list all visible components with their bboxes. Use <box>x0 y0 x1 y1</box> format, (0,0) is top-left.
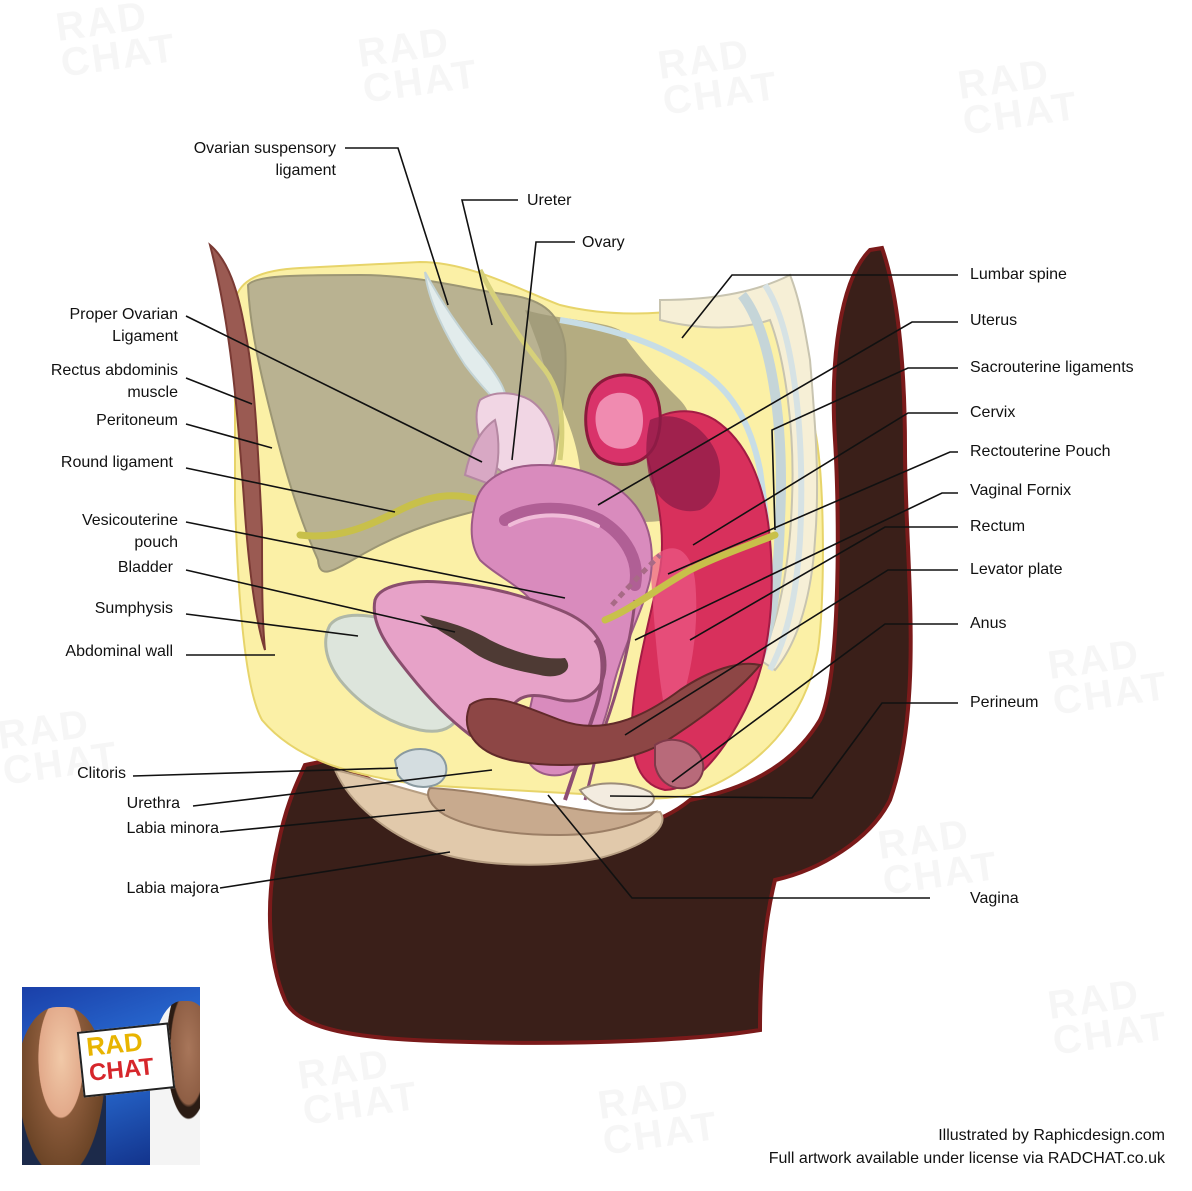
label-ovary: Ovary <box>582 234 625 251</box>
rad-chat-logo: RAD CHAT <box>76 1022 176 1098</box>
leader-rectouterine <box>667 451 958 575</box>
label-bladder: Bladder <box>117 559 173 576</box>
credit-license: Full artwork available under license via… <box>768 1150 1165 1167</box>
leader-vaginal-fornix <box>634 492 958 641</box>
labia-minora-shape <box>427 786 659 837</box>
leader-round-ligament <box>185 467 396 513</box>
leader-ureter <box>460 199 518 326</box>
leader-sumphysis <box>185 613 359 637</box>
label-round-ligament: Round ligament <box>60 454 173 471</box>
bladder-lumen <box>420 615 569 677</box>
label-proper-ovarian-ligament: Proper Ovarian Ligament <box>69 306 179 345</box>
leader-urethra <box>192 769 493 807</box>
label-cervix: Cervix <box>970 404 1016 421</box>
rad-chat-hosts-photo: RAD CHAT <box>22 987 200 1165</box>
leader-clitoris <box>132 767 399 777</box>
rectum-inner <box>650 548 697 730</box>
label-labia-minora: Labia minora <box>126 820 220 837</box>
leader-rectum <box>689 526 958 641</box>
leader-bladder <box>185 569 456 633</box>
label-ureter: Ureter <box>527 192 572 209</box>
leader-peritoneum <box>185 423 273 449</box>
label-sacrouterine-ligaments: Sacrouterine ligaments <box>970 359 1134 376</box>
round-ligament-tube <box>296 492 482 540</box>
label-anus: Anus <box>970 615 1007 632</box>
sacrouterine-ligament-tube <box>601 531 779 624</box>
leader-proper-ovarian <box>185 315 483 463</box>
rectouterine-dash <box>610 553 662 607</box>
credit-illustrator: Illustrated by Raphicdesign.com <box>938 1127 1165 1144</box>
colon-dark-fold <box>646 416 720 512</box>
levator-plate <box>465 662 762 766</box>
leader-vesicouterine <box>185 521 566 599</box>
leader-perineum <box>609 702 958 799</box>
label-sumphysis: Sumphysis <box>94 600 173 617</box>
leader-lines <box>132 147 958 899</box>
label-labia-majora: Labia majora <box>126 880 220 897</box>
leader-levator <box>624 569 958 736</box>
ureter-tube <box>477 268 565 461</box>
label-vagina: Vagina <box>970 890 1019 907</box>
label-urethra: Urethra <box>126 795 180 812</box>
label-rectus-abdominis-muscle: Rectus abdominis muscle <box>50 362 178 401</box>
leader-sacrouterine <box>771 367 958 531</box>
label-vaginal-fornix: Vaginal Fornix <box>970 482 1072 499</box>
uterine-cavity-highlight <box>508 513 600 528</box>
leader-labia-majora <box>219 851 451 889</box>
label-levator-plate: Levator plate <box>970 561 1063 578</box>
label-vesicouterine-pouch: Vesicouterine pouch <box>81 512 178 551</box>
label-rectum: Rectum <box>970 518 1026 535</box>
label-rectouterine-pouch: Rectouterine Pouch <box>970 443 1111 460</box>
leader-uterus <box>597 321 958 506</box>
label-uterus: Uterus <box>970 312 1018 329</box>
fallopian-fimbria <box>463 418 500 487</box>
label-ovarian-suspensory-ligament: Ovarian suspensory ligament <box>193 140 336 179</box>
label-perineum: Perineum <box>970 694 1039 711</box>
uterine-cavity <box>499 502 642 591</box>
label-peritoneum: Peritoneum <box>96 412 178 429</box>
anus-shape <box>654 738 705 790</box>
label-abdominal-wall: Abdominal wall <box>65 643 173 660</box>
lumbar-spine <box>659 273 819 672</box>
leader-ovary <box>511 241 575 461</box>
leader-cervix <box>692 412 958 546</box>
leader-rectus <box>185 377 253 405</box>
label-clitoris: Clitoris <box>77 765 126 782</box>
sigmoid-colon-inner <box>595 392 644 449</box>
leader-ovarian-suspensory <box>345 147 449 306</box>
leader-vagina <box>547 794 930 899</box>
leader-lumbar-spine <box>681 274 958 339</box>
spine-bands-2 <box>762 283 805 672</box>
leader-anus <box>671 623 958 783</box>
vaginal-canal <box>563 638 605 801</box>
leader-labia-minora <box>219 809 446 833</box>
label-lumbar-spine: Lumbar spine <box>970 266 1067 283</box>
